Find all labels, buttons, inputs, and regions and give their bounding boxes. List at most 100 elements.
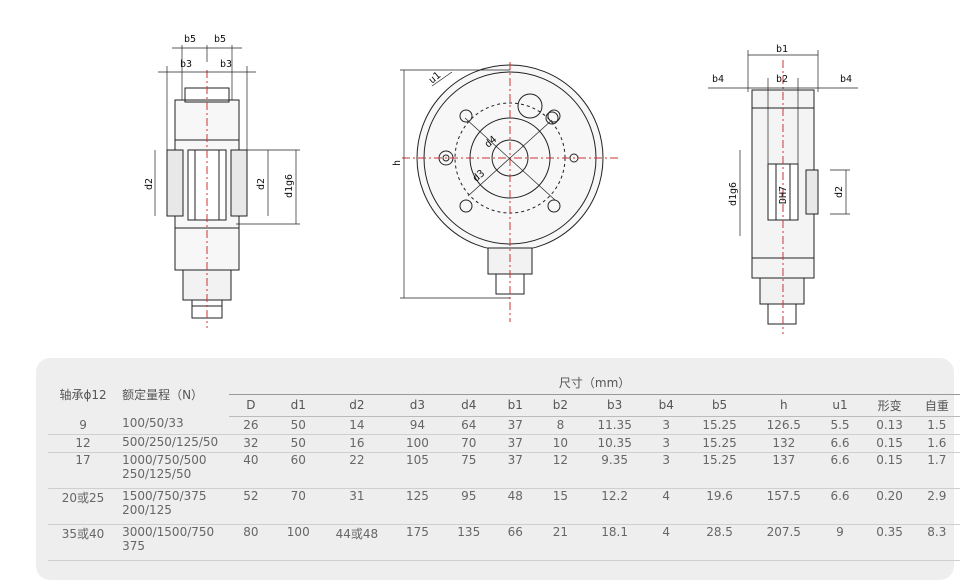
- cell-value: 1.6: [913, 434, 960, 453]
- cell-value: 3: [646, 452, 687, 489]
- cell-value: 37: [492, 452, 538, 489]
- cell-value: 125: [389, 488, 445, 525]
- cell-value: 37: [492, 434, 538, 453]
- label-b5: b5: [184, 34, 196, 45]
- cell-value: 8: [537, 416, 583, 435]
- cell-value: 0.15: [865, 452, 914, 489]
- column-header: 形变: [865, 394, 914, 417]
- cell-value: 48: [492, 488, 538, 525]
- cell-range-line: 375: [122, 538, 145, 553]
- cell-range-line: 100/50/33: [122, 416, 184, 430]
- label-b4: b4: [712, 74, 724, 85]
- cell-value: 1.7: [913, 452, 960, 489]
- column-header: d3: [389, 394, 445, 417]
- column-header: d1: [272, 394, 324, 417]
- cell-value: 2.9: [913, 488, 960, 525]
- cell-value: 135: [444, 524, 493, 561]
- cell-range-line: 250/125/50: [122, 466, 192, 481]
- technical-drawings: b5 b5 b3 b3 d2 d2 d1g6 u1 d4 d3 h: [144, 34, 858, 334]
- cell-value: 1.5: [913, 416, 960, 435]
- cell-value: 40: [229, 452, 273, 489]
- cell-value: 6.6: [814, 434, 866, 453]
- column-header: b2: [537, 394, 583, 417]
- label-b5: b5: [214, 34, 226, 45]
- cell-value: 6.6: [814, 488, 866, 525]
- column-header: b1: [492, 394, 538, 417]
- front-view-center: [400, 62, 618, 322]
- column-header: u1: [814, 394, 866, 417]
- cell-value: 175: [389, 524, 445, 561]
- cell-range: 500/250/125/50: [118, 434, 230, 453]
- cell-value: 14: [323, 416, 390, 435]
- label-b2: b2: [776, 74, 788, 85]
- cell-value: 11.35: [583, 416, 647, 435]
- side-view-left: [154, 45, 300, 328]
- label-d2: d2: [834, 186, 845, 198]
- cell-value: 4: [646, 488, 687, 525]
- column-header: b3: [583, 394, 647, 417]
- label-d1g6: d1g6: [284, 174, 295, 198]
- cell-value: 137: [753, 452, 815, 489]
- cell-value: 0.35: [865, 524, 914, 561]
- column-header: D: [229, 394, 273, 417]
- cell-value: 37: [492, 416, 538, 435]
- cell-value: 0.15: [865, 434, 914, 453]
- left-view-labels: b5 b5 b3 b3 d2 d2 d1g6: [144, 34, 295, 198]
- cell-value: 6.6: [814, 452, 866, 489]
- cell-value: 50: [272, 434, 324, 453]
- column-header: h: [753, 394, 815, 417]
- cell-value: 132: [753, 434, 815, 453]
- cell-value: 15.25: [686, 434, 753, 453]
- cell-value: 16: [323, 434, 390, 453]
- cell-model: 35或40: [48, 524, 119, 561]
- cell-model: 17: [48, 452, 119, 489]
- label-b3: b3: [220, 59, 232, 70]
- side-view-right: [708, 50, 858, 334]
- cell-value: 157.5: [753, 488, 815, 525]
- cell-value: 126.5: [753, 416, 815, 435]
- header-dimensions: 尺寸（mm）: [229, 372, 960, 395]
- cell-value: 70: [444, 434, 493, 453]
- cell-value: 9.35: [583, 452, 647, 489]
- cell-value: 0.13: [865, 416, 914, 435]
- cell-range-line: 3000/1500/750: [122, 524, 215, 539]
- cell-range-line: 500/250/125/50: [122, 434, 219, 449]
- cell-value: 3: [646, 434, 687, 453]
- column-header: 自重: [913, 394, 960, 417]
- cell-range-line: 200/125: [122, 502, 172, 517]
- cell-value: 70: [272, 488, 324, 525]
- cell-value: 50: [272, 416, 324, 435]
- cell-value: 4: [646, 524, 687, 561]
- column-header: d4: [444, 394, 493, 417]
- cell-value: 66: [492, 524, 538, 561]
- cell-value: 31: [323, 488, 390, 525]
- label-d2: d2: [144, 178, 155, 190]
- cell-value: 60: [272, 452, 324, 489]
- cell-value: 12: [537, 452, 583, 489]
- cell-value: 105: [389, 452, 445, 489]
- cell-model: 20或25: [48, 488, 119, 525]
- label-h: h: [392, 160, 403, 166]
- cell-value: 5.5: [814, 416, 866, 435]
- cell-value: 3: [646, 416, 687, 435]
- label-b4: b4: [840, 74, 852, 85]
- cell-value: 207.5: [753, 524, 815, 561]
- cell-value: 26: [229, 416, 273, 435]
- cell-value: 80: [229, 524, 273, 561]
- label-b1: b1: [776, 44, 788, 55]
- cell-value: 15: [537, 488, 583, 525]
- cell-value: 9: [814, 524, 866, 561]
- cell-value: 32: [229, 434, 273, 453]
- cell-value: 94: [389, 416, 445, 435]
- cell-value: 8.3: [913, 524, 960, 561]
- label-DH7: DH7: [778, 186, 789, 204]
